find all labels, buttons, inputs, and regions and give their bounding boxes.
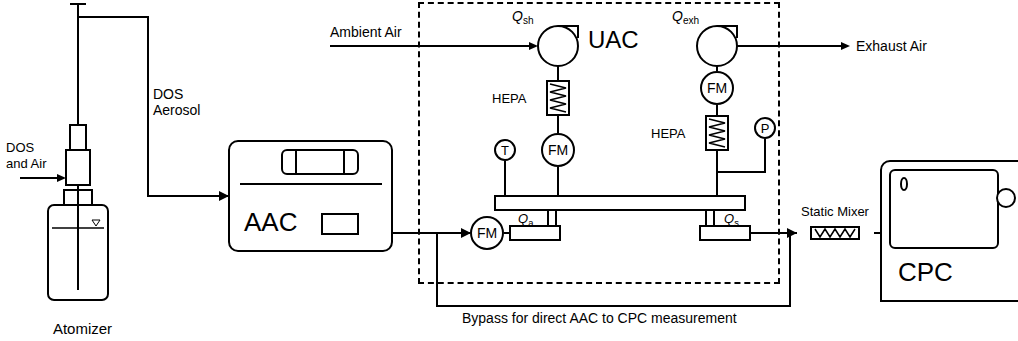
classifier-column (700, 226, 750, 240)
uac-pipe (557, 167, 559, 196)
node-label: HEPA (492, 91, 546, 106)
cpc-drawing (890, 170, 1015, 248)
blower-symbol (538, 26, 578, 66)
filter-housing (547, 81, 569, 115)
hepa-filter: HEPA (651, 115, 729, 151)
atomizer-drawing (66, 150, 90, 185)
aac-drawing (240, 183, 382, 185)
cpc-drawing (997, 189, 1015, 207)
filter-pleats (709, 119, 725, 147)
air-arrow (529, 42, 538, 50)
flow-symbol: Qsh (512, 8, 534, 24)
classifier-column (495, 196, 745, 210)
inlet-arrow (57, 174, 66, 182)
node-label: UAC (588, 26, 639, 54)
aac-drawing (322, 214, 358, 234)
flow-line (557, 116, 559, 133)
temperature-sensor: T (494, 139, 516, 161)
uac-pipe (557, 66, 559, 80)
cpc-drawing (901, 178, 907, 190)
classifier-column (510, 226, 560, 240)
cpc-drawing (890, 170, 998, 248)
filter-pleats (550, 84, 566, 112)
classifier-column (495, 196, 750, 240)
air-arrow (737, 45, 842, 47)
flow-label: DOS and Air (6, 140, 58, 172)
filter-housing (706, 116, 728, 150)
mixer-housing (811, 227, 859, 239)
atomizer-drawing (92, 220, 100, 226)
node-label: Atomizer (53, 320, 112, 338)
node-label: FM (477, 225, 497, 241)
uac-pipe (504, 161, 506, 196)
flow-line (716, 105, 718, 115)
uac-pipe (716, 151, 718, 196)
flow-symbol: Qs (724, 211, 739, 227)
pressure-sensor: P (754, 117, 776, 139)
flow-label: Ambient Air (330, 24, 402, 40)
flow-label: Exhaust Air (856, 38, 927, 54)
uac-boundary: UAC FM HEPA T FM HEPA P FM (418, 2, 780, 284)
node-label: T (501, 143, 509, 158)
atomizer-drawing (77, 185, 79, 290)
node-label: Static Mixer (801, 204, 869, 219)
air-arrow (330, 45, 530, 47)
aac-drawing (343, 150, 345, 174)
inlet-arrow (20, 174, 66, 182)
classifier-column (706, 210, 714, 226)
aac-drawing (282, 150, 358, 174)
flow-line (393, 233, 796, 306)
node-label: AAC (244, 207, 297, 238)
blower-symbol (717, 26, 737, 38)
node-label: HEPA (651, 126, 705, 141)
edge-label: Bypass for direct AAC to CPC measurement (462, 310, 737, 326)
blower-symbol (697, 26, 737, 66)
blower-symbol (558, 26, 578, 38)
flow-symbol: Qa (518, 211, 533, 227)
static-mixer: Static Mixer (796, 204, 874, 244)
inlet-arrow (20, 177, 58, 179)
atomizer-label-box: Atomizer (40, 2, 125, 338)
node-label: FM (707, 80, 727, 96)
filter-symbol (546, 80, 570, 116)
blower-symbol (538, 26, 737, 66)
instrument-box: AAC (228, 140, 393, 252)
node-label: P (761, 121, 770, 136)
atomizer-drawing (70, 125, 86, 150)
atomizer-drawing (78, 16, 126, 18)
flow-line (125, 17, 228, 196)
aac-drawing (295, 150, 297, 174)
classifier-column (548, 210, 556, 226)
flowmeter-circle: FM (541, 133, 575, 167)
atomizer-drawing (48, 4, 126, 300)
node-label: CPC (898, 257, 953, 288)
flow-symbol: Qexh (672, 8, 699, 24)
mixer-elements (815, 229, 855, 237)
filter-symbol (705, 115, 729, 151)
hepa-filter: HEPA (492, 80, 570, 116)
air-arrow (841, 42, 850, 50)
mixer-symbol (810, 226, 860, 240)
flowmeter-circle: FM (470, 216, 504, 250)
flowmeter-circle: FM (700, 71, 734, 105)
node-label: FM (548, 142, 568, 158)
instrument-box: CPC (880, 160, 1018, 302)
edge-label: DOS Aerosol (153, 86, 215, 118)
